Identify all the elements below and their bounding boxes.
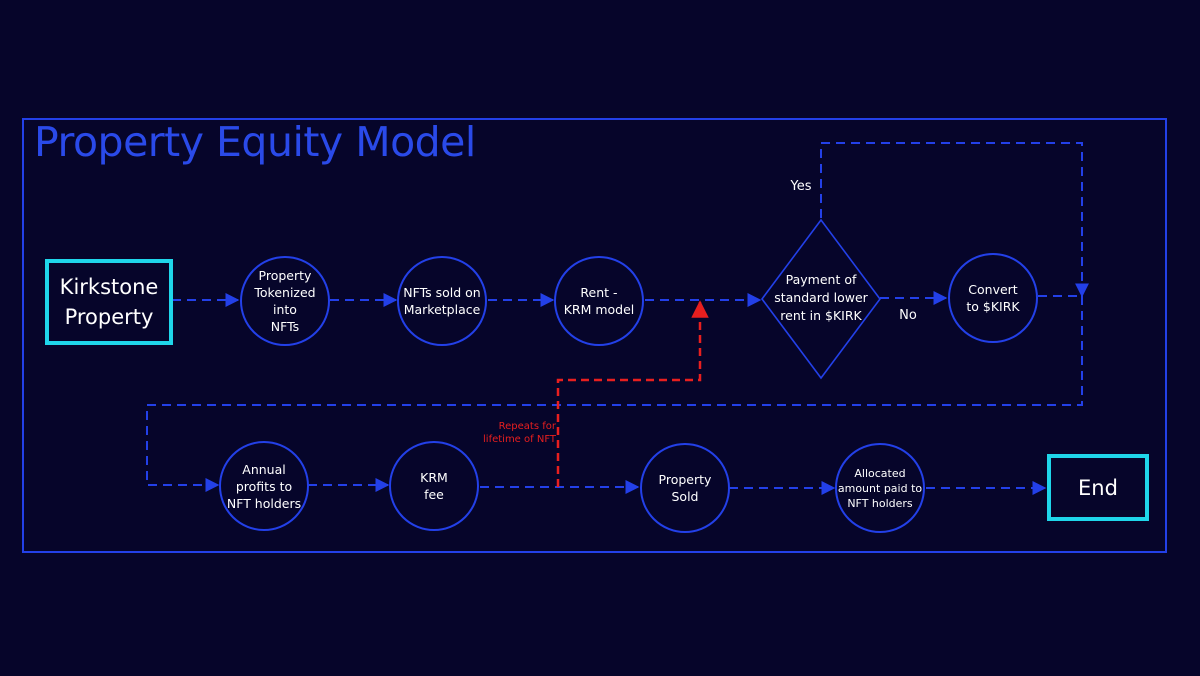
repeat-loop-arrow [556,300,709,487]
node-rent-krm-model: Rent - KRM model [554,256,644,346]
diagram-title: Property Equity Model [34,118,476,166]
node-nfts-sold-marketplace: NFTs sold on Marketplace [397,256,487,346]
node-property-sold: Property Sold [640,443,730,533]
arrow-decision-yes-path [820,142,1089,298]
arrow-wrap-to-annual [146,296,1083,492]
node-convert-to-kirk: Convert to $KIRK [948,253,1038,343]
decision-label: Payment of standard lower rent in $KIRK [774,272,868,323]
diagram-frame [22,118,1167,553]
node-allocated-amount: Allocated amount paid to NFT holders [835,443,925,533]
repeat-label: Repeats for lifetime of NFT [483,421,556,445]
node-property-tokenized: Property Tokenized into NFTs [240,256,330,346]
node-krm-fee: KRM fee [389,441,479,531]
no-label: No [899,308,917,323]
node-annual-profits: Annual profits to NFT holders [219,441,309,531]
decision-diamond [761,218,881,380]
yes-label: Yes [790,179,812,194]
start-box-kirkstone-property: Kirkstone Property [45,259,173,345]
end-box: End [1047,454,1149,521]
